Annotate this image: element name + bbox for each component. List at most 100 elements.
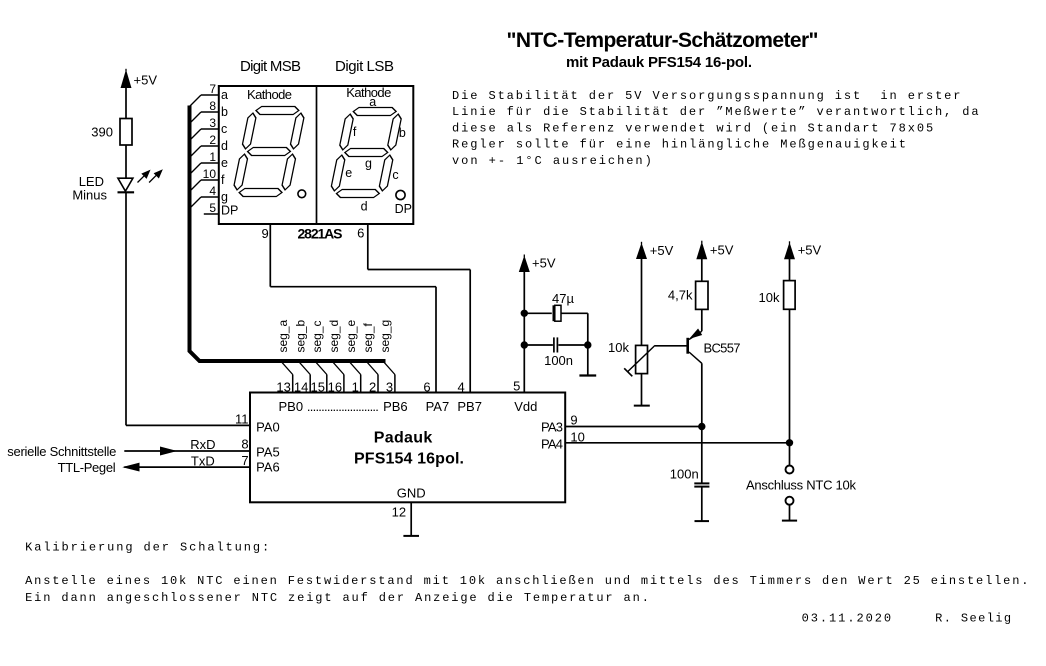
- svg-text:14: 14: [294, 379, 308, 394]
- svg-text:+5V: +5V: [798, 243, 822, 258]
- svg-text:PA0: PA0: [256, 419, 280, 434]
- svg-text:Digit LSB: Digit LSB: [335, 58, 394, 75]
- svg-text:Kathode: Kathode: [247, 87, 292, 102]
- svg-text:DP: DP: [221, 204, 238, 218]
- svg-text:+5V: +5V: [710, 243, 734, 258]
- svg-text:1: 1: [352, 379, 359, 394]
- svg-text:9: 9: [261, 226, 268, 241]
- svg-text:von +- 1°C ausreichen): von +- 1°C ausreichen): [452, 154, 652, 168]
- svg-text:6: 6: [357, 226, 364, 241]
- svg-text:diese als Referenz verwendet w: diese als Referenz verwendet wird (ein S…: [452, 121, 933, 135]
- svg-text:PA4: PA4: [541, 436, 563, 451]
- svg-text:e: e: [221, 156, 228, 170]
- svg-text:Digit MSB: Digit MSB: [240, 58, 301, 75]
- svg-text:seg_g: seg_g: [378, 320, 392, 353]
- svg-text:serielle Schnittstelle: serielle Schnittstelle: [7, 444, 116, 459]
- svg-text:100n: 100n: [544, 353, 573, 368]
- svg-text:seg_f: seg_f: [361, 322, 375, 352]
- svg-text:d: d: [221, 139, 228, 153]
- svg-text:DP: DP: [395, 202, 412, 216]
- svg-text:2: 2: [369, 379, 376, 394]
- svg-text:b: b: [399, 126, 406, 140]
- svg-text:47µ: 47µ: [552, 291, 574, 306]
- svg-text:390: 390: [91, 125, 113, 140]
- svg-text:12: 12: [392, 504, 406, 519]
- svg-text:RxD: RxD: [190, 437, 215, 452]
- svg-text:Ein dann angeschlossener NTC z: Ein dann angeschlossener NTC zeigt auf d…: [25, 591, 649, 605]
- svg-text:"NTC-Temperatur-Schätzometer": "NTC-Temperatur-Schätzometer": [507, 29, 819, 52]
- svg-text:Regler sollte für eine hinläng: Regler sollte für eine hinlängliche Meßg…: [452, 138, 906, 152]
- svg-text:TTL-Pegel: TTL-Pegel: [58, 460, 116, 475]
- svg-text:Die Stabilität der 5V Versorgu: Die Stabilität der 5V Versorgungsspannun…: [452, 89, 960, 103]
- svg-text:seg_a: seg_a: [276, 319, 290, 352]
- svg-text:seg_d: seg_d: [327, 320, 341, 353]
- svg-text:BC557: BC557: [704, 340, 741, 355]
- svg-text:5: 5: [209, 201, 216, 215]
- svg-text:7: 7: [209, 82, 216, 96]
- svg-text:.........................: .........................: [307, 399, 379, 414]
- svg-text:LED: LED: [79, 174, 104, 189]
- svg-text:8: 8: [241, 436, 248, 451]
- svg-text:100n: 100n: [670, 466, 699, 481]
- svg-text:PA7: PA7: [426, 399, 450, 414]
- svg-text:f: f: [221, 173, 225, 187]
- svg-text:GND: GND: [397, 486, 426, 501]
- svg-text:seg_e: seg_e: [344, 319, 358, 352]
- svg-text:10: 10: [570, 430, 584, 445]
- svg-text:7: 7: [241, 453, 248, 468]
- svg-text:a: a: [221, 88, 228, 102]
- svg-text:Anschluss NTC 10k: Anschluss NTC 10k: [746, 477, 857, 492]
- svg-text:PFS154 16pol.: PFS154 16pol.: [354, 450, 464, 467]
- svg-text:PA6: PA6: [256, 460, 280, 475]
- svg-text:+5V: +5V: [532, 256, 556, 271]
- svg-text:PA5: PA5: [256, 445, 280, 460]
- svg-text:c: c: [392, 168, 398, 182]
- svg-text:g: g: [365, 157, 372, 171]
- svg-text:seg_c: seg_c: [310, 320, 324, 352]
- svg-text:PB6: PB6: [383, 399, 408, 414]
- svg-text:16: 16: [328, 379, 342, 394]
- svg-text:03.11.2020: 03.11.2020: [802, 611, 892, 625]
- svg-text:3: 3: [386, 379, 393, 394]
- svg-text:10k: 10k: [759, 290, 780, 305]
- svg-text:10: 10: [203, 167, 217, 181]
- svg-text:1: 1: [209, 150, 216, 164]
- svg-text:2: 2: [209, 133, 216, 147]
- svg-text:Kathode: Kathode: [346, 85, 391, 100]
- svg-text:e: e: [345, 166, 352, 180]
- svg-text:11: 11: [235, 411, 249, 426]
- svg-text:6: 6: [423, 379, 430, 394]
- svg-text:9: 9: [570, 412, 577, 427]
- svg-text:8: 8: [209, 99, 216, 113]
- svg-text:2821AS: 2821AS: [298, 226, 343, 242]
- svg-text:4: 4: [457, 379, 464, 394]
- svg-text:g: g: [221, 190, 228, 204]
- svg-text:PB7: PB7: [457, 399, 482, 414]
- svg-text:c: c: [221, 122, 227, 136]
- svg-text:R. Seelig: R. Seelig: [935, 611, 1011, 625]
- svg-text:d: d: [361, 200, 368, 214]
- svg-text:Vdd: Vdd: [514, 399, 537, 414]
- svg-text:mit Padauk PFS154 16-pol.: mit Padauk PFS154 16-pol.: [566, 54, 752, 71]
- svg-text:Padauk: Padauk: [374, 430, 433, 447]
- svg-text:PB0: PB0: [279, 399, 304, 414]
- svg-text:b: b: [221, 105, 228, 119]
- svg-text:f: f: [353, 125, 357, 139]
- svg-text:Linie für die Stabilität der ”: Linie für die Stabilität der ”Meßwerte” …: [452, 105, 979, 119]
- svg-text:seg_b: seg_b: [293, 319, 307, 352]
- svg-text:a: a: [369, 95, 376, 109]
- svg-text:10k: 10k: [608, 340, 629, 355]
- svg-text:5: 5: [513, 379, 520, 394]
- svg-text:Minus: Minus: [72, 188, 107, 203]
- svg-text:15: 15: [311, 379, 325, 394]
- svg-text:TxD: TxD: [191, 453, 215, 468]
- svg-text:3: 3: [209, 116, 216, 130]
- svg-text:4,7k: 4,7k: [668, 287, 693, 302]
- svg-text:Kalibrierung der Schaltung:: Kalibrierung der Schaltung:: [25, 541, 269, 555]
- svg-text:Anstelle eines 10k NTC einen F: Anstelle eines 10k NTC einen Festwiderst…: [25, 574, 1028, 588]
- svg-text:PA3: PA3: [541, 419, 563, 434]
- svg-text:4: 4: [209, 184, 216, 198]
- svg-text:+5V: +5V: [650, 243, 674, 258]
- svg-text:13: 13: [276, 379, 290, 394]
- svg-text:+5V: +5V: [134, 73, 158, 88]
